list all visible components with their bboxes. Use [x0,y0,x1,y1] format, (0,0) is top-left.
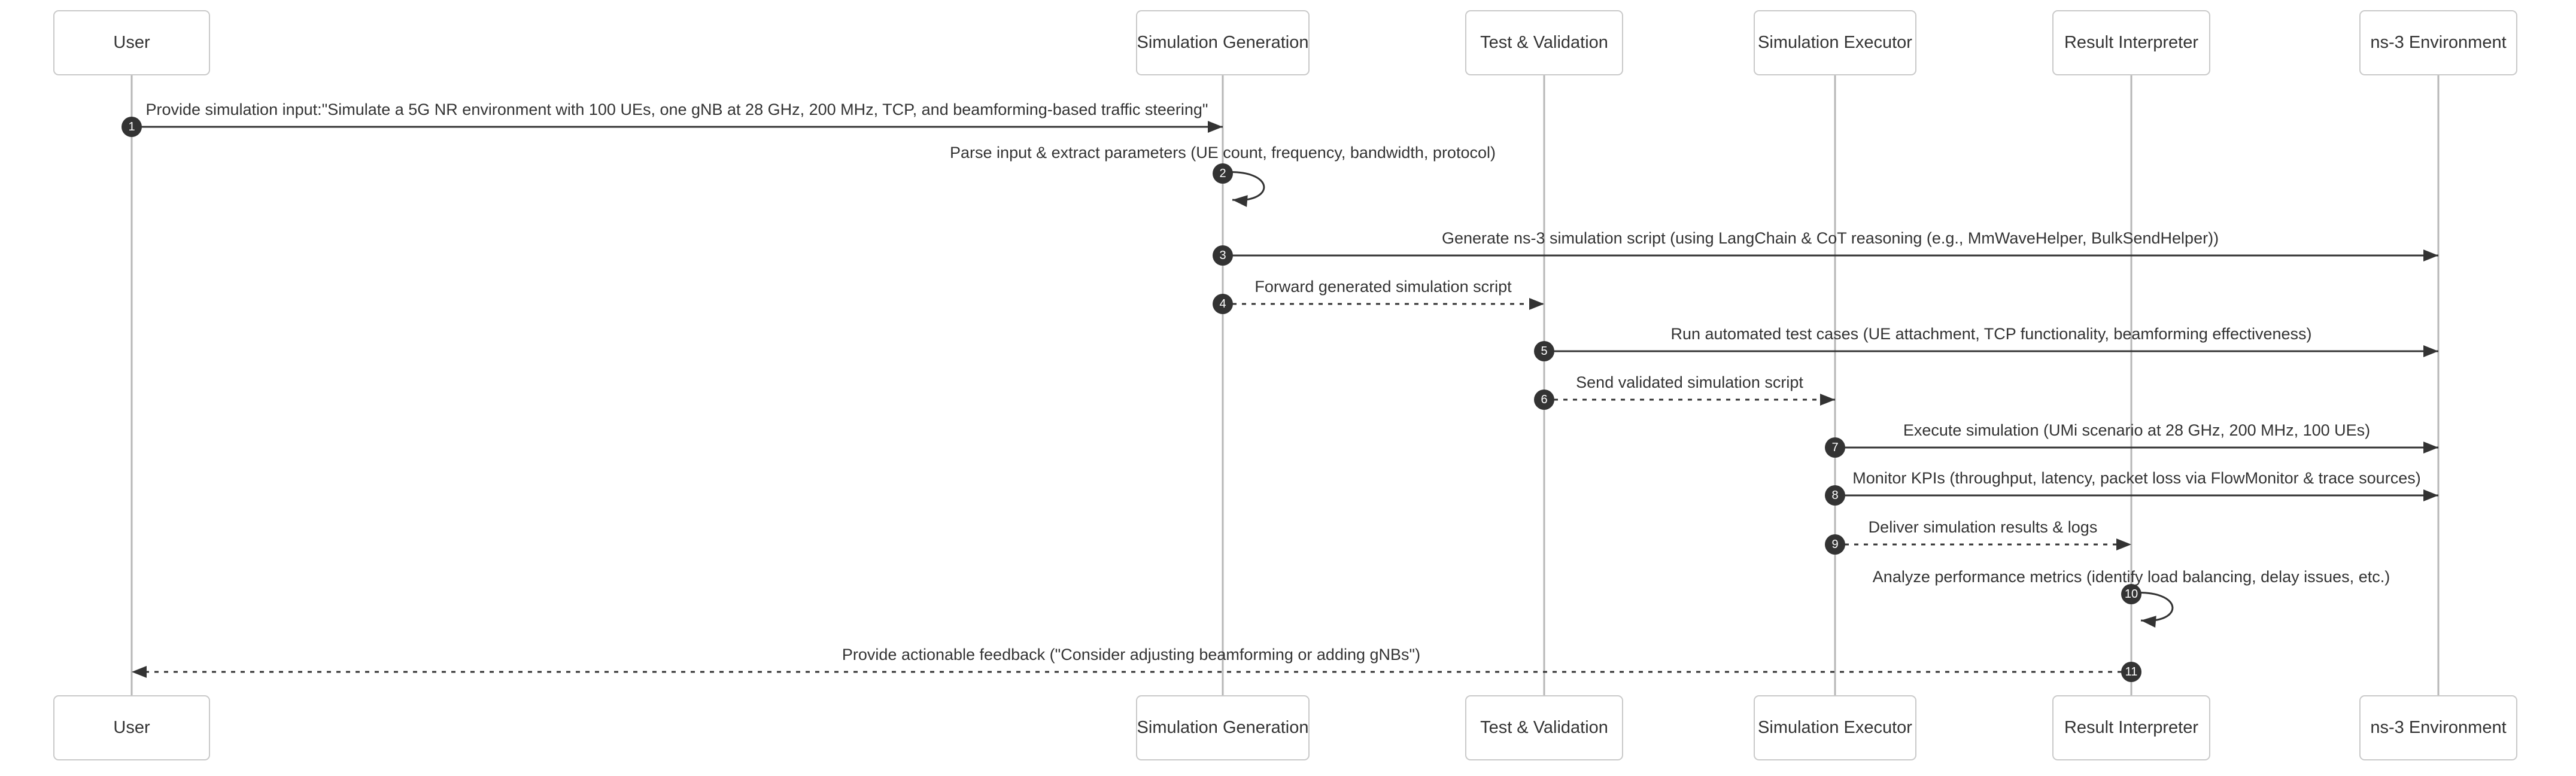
message-10-label: Analyze performance metrics (identify lo… [1872,568,2390,586]
actor-bottom-result-interpreter: Result Interpreter [2052,695,2210,760]
actor-label: Simulation Executor [1758,718,1912,737]
actor-bottom-simulation-executor: Simulation Executor [1754,695,1916,760]
message-11-label: Provide actionable feedback ("Consider a… [842,646,1421,664]
actor-label: Test & Validation [1480,718,1608,737]
message-6-number-badge: 6 [1534,389,1554,410]
message-7-label: Execute simulation (UMi scenario at 28 G… [1903,421,2371,439]
message-1-label: Provide simulation input:"Simulate a 5G … [145,101,1208,118]
actor-label: ns-3 Environment [2370,718,2507,737]
actor-label: Simulation Generation [1137,33,1309,52]
message-8-label: Monitor KPIs (throughput, latency, packe… [1852,469,2421,487]
actor-label: Result Interpreter [2064,33,2199,52]
message-3-label: Generate ns-3 simulation script (using L… [1441,229,2219,247]
actor-top-test-validation: Test & Validation [1465,10,1623,75]
actor-top-simulation-generation: Simulation Generation [1136,10,1310,75]
message-1-number-badge: 1 [121,117,142,137]
actor-label: Simulation Generation [1137,718,1309,737]
message-2-self-loop-arrow [1222,171,1265,207]
message-2-number-badge: 2 [1213,163,1233,184]
message-2-label: Parse input & extract parameters (UE cou… [950,144,1496,162]
message-4-label: Forward generated simulation script [1254,278,1512,296]
actor-label: ns-3 Environment [2370,33,2507,52]
message-11-number-badge: 11 [2121,662,2141,682]
message-3-number-badge: 3 [1213,245,1233,266]
message-5-label: Run automated test cases (UE attachment,… [1670,325,2312,343]
message-9-label: Deliver simulation results & logs [1868,518,2098,536]
actor-bottom-ns3-environment: ns-3 Environment [2359,695,2517,760]
actor-label: Simulation Executor [1758,33,1912,52]
message-6-label: Send validated simulation script [1576,373,1803,391]
actor-top-result-interpreter: Result Interpreter [2052,10,2210,75]
actor-label: Result Interpreter [2064,718,2199,737]
actor-bottom-user: User [53,695,210,760]
actor-label: User [113,718,150,737]
actor-top-simulation-executor: Simulation Executor [1754,10,1916,75]
message-5-number-badge: 5 [1534,341,1554,361]
actor-top-user: User [53,10,210,75]
message-8-number-badge: 8 [1825,485,1845,506]
actor-top-ns3-environment: ns-3 Environment [2359,10,2517,75]
message-10-self-loop-arrow [2131,592,2174,628]
message-4-number-badge: 4 [1213,294,1233,314]
actor-bottom-simulation-generation: Simulation Generation [1136,695,1310,760]
message-10-number-badge: 10 [2121,584,2141,604]
actor-bottom-test-validation: Test & Validation [1465,695,1623,760]
actor-label: Test & Validation [1480,33,1608,52]
message-7-number-badge: 7 [1825,437,1845,458]
actor-label: User [113,33,150,52]
message-9-number-badge: 9 [1825,534,1845,555]
